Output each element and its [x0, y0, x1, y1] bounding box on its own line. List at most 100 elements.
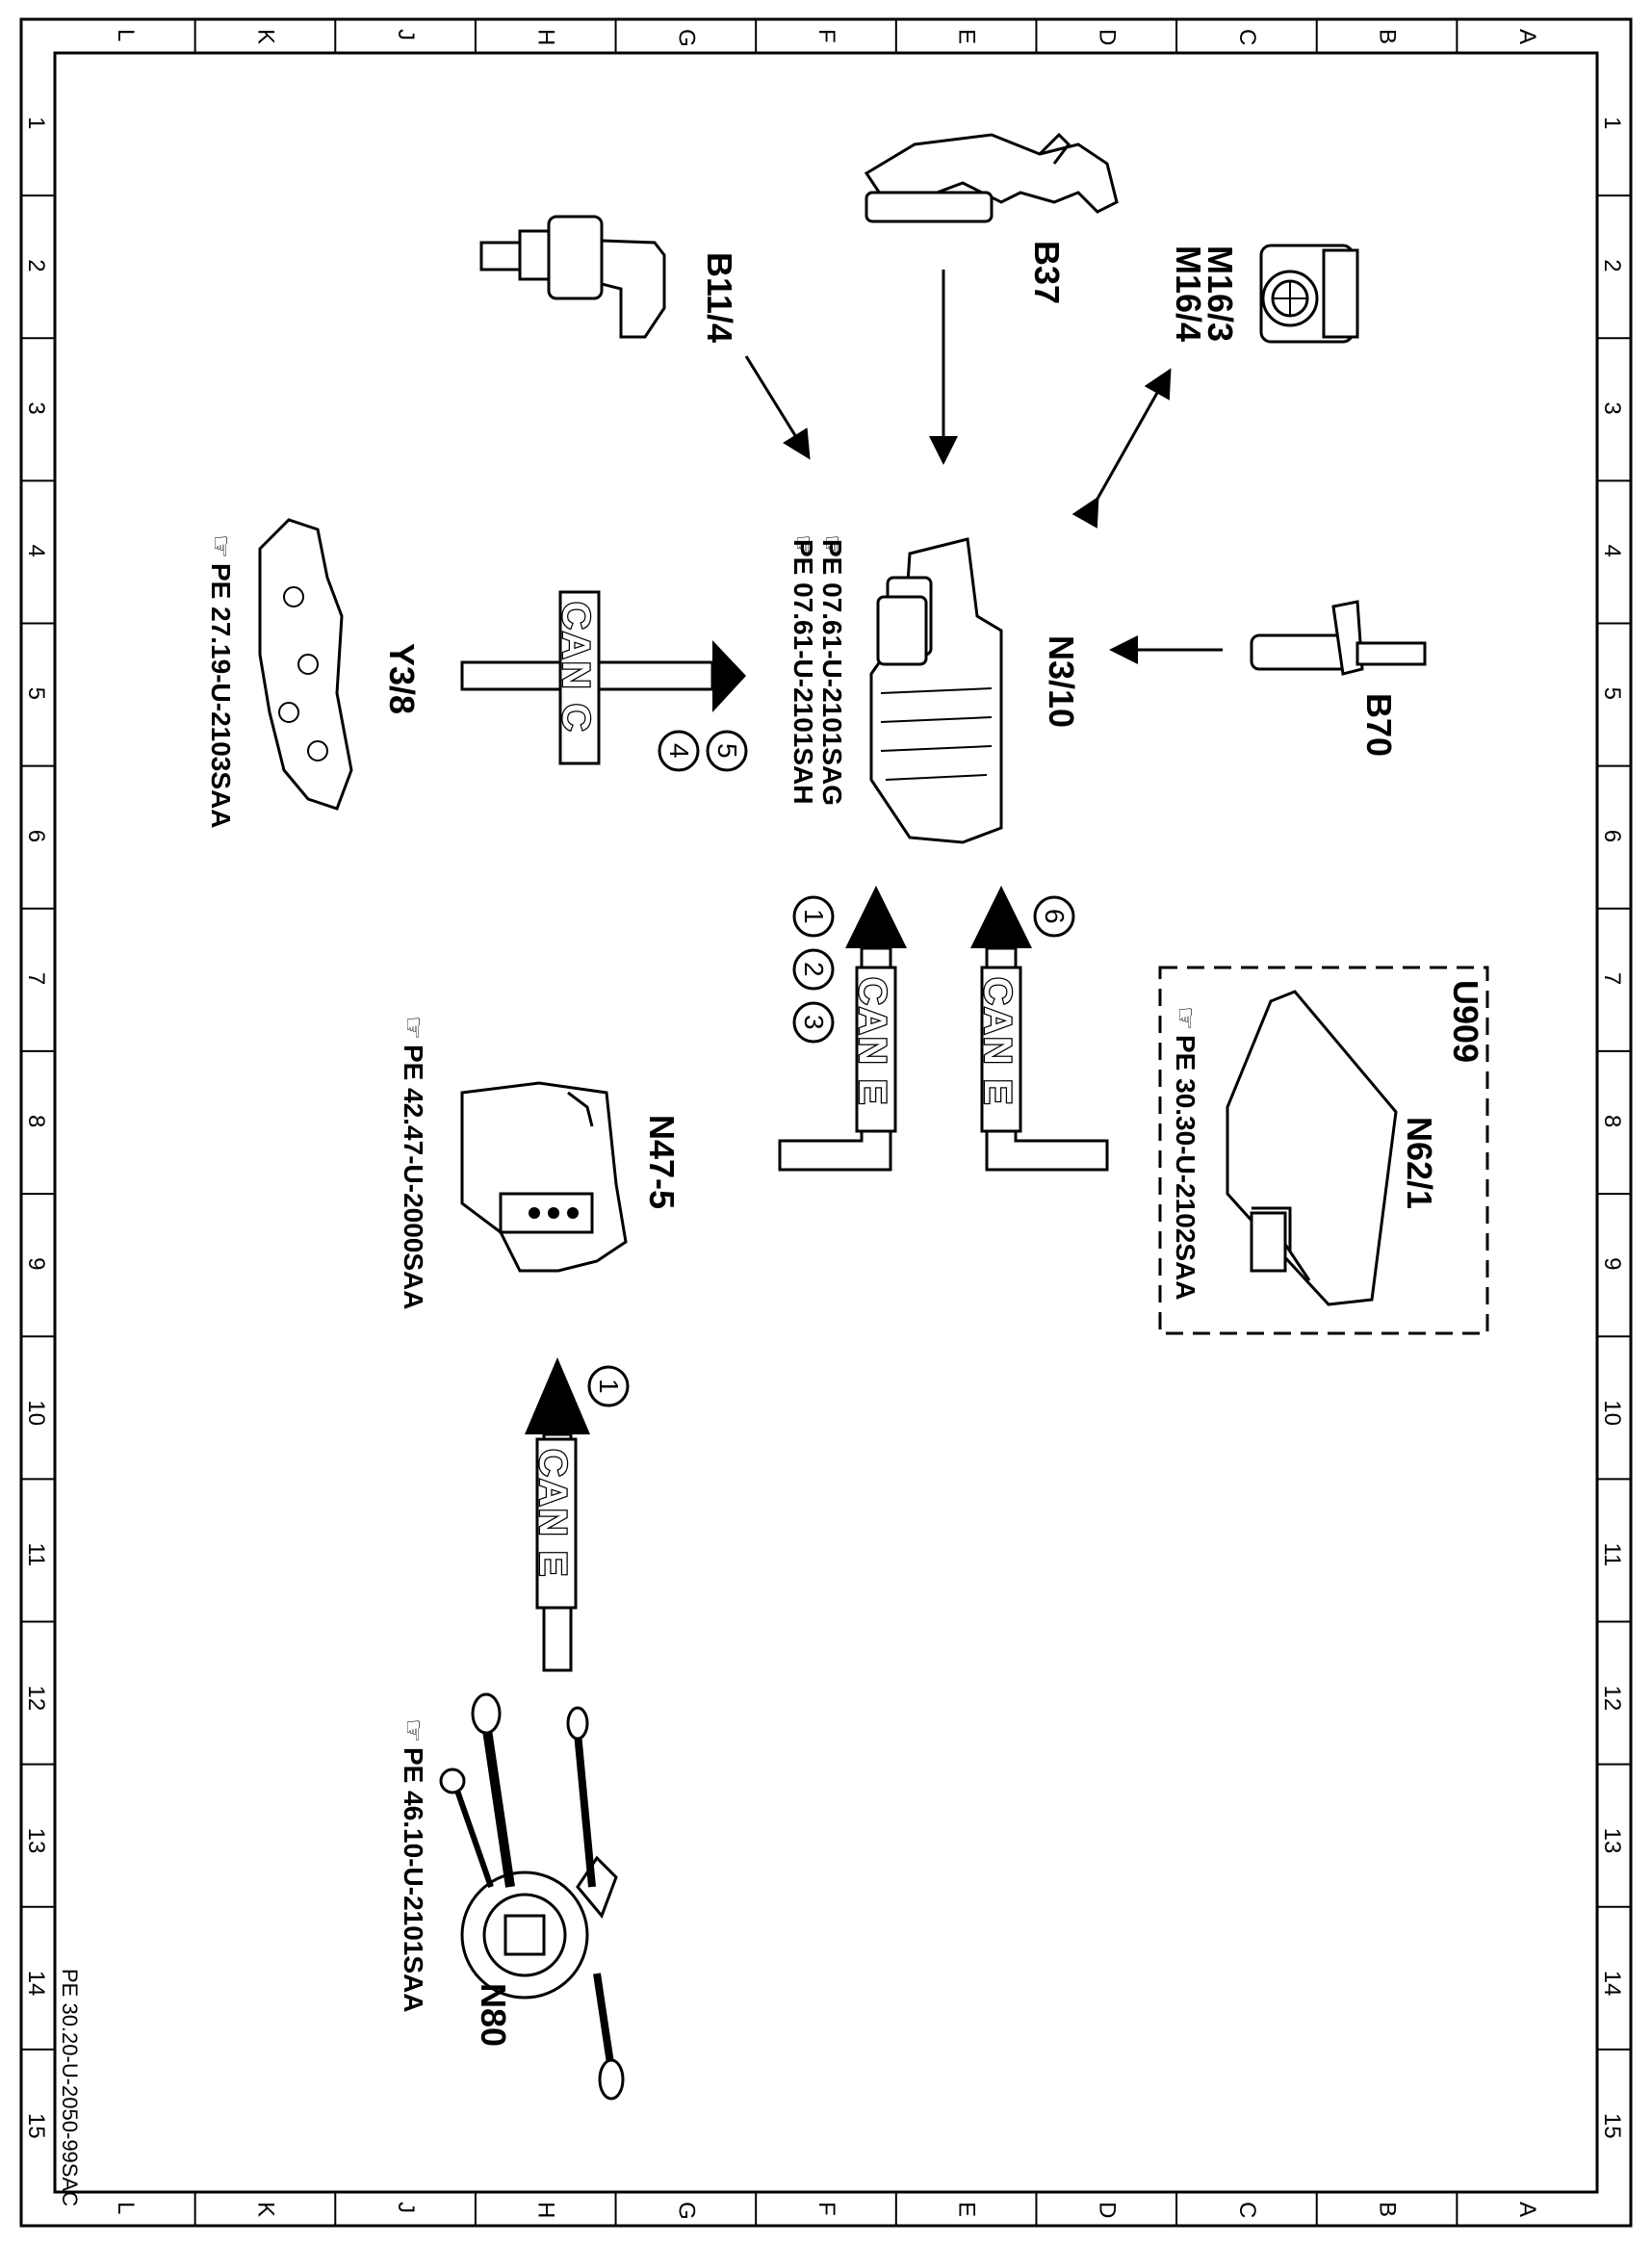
- grid-row-number: 4: [23, 544, 49, 556]
- bus-circle-number: 1: [799, 909, 829, 924]
- manual-ref-icon: ☞: [206, 534, 236, 558]
- can-c-label: CAN C: [555, 602, 597, 734]
- grid-row-number: 13: [1599, 1828, 1625, 1854]
- n80-label: N80: [474, 1983, 513, 2047]
- grid-column-letter: K: [252, 29, 278, 44]
- n3-10-label: N3/10: [1042, 635, 1081, 728]
- grid-row-number: 14: [1599, 1971, 1625, 1997]
- grid-column-letter: A: [1514, 29, 1540, 44]
- grid-column-letter: H: [533, 2202, 559, 2218]
- grid-column-letter: D: [1094, 29, 1120, 45]
- bus-circle-marker: [658, 730, 700, 772]
- drawing-code: PE 30.20-U-2050-99SAC: [58, 1969, 82, 2206]
- grid-row-number: 12: [1599, 1686, 1625, 1712]
- grid-row-number: 6: [1599, 830, 1625, 842]
- bus-circle-marker: [1033, 895, 1075, 938]
- b11-4-to-n3-10-arrow: [744, 355, 811, 460]
- grid-column-letter: F: [813, 2202, 839, 2216]
- n62-1-label: N62/1: [1400, 1117, 1439, 1209]
- can-e-n80-circle-markers: 1: [587, 1365, 630, 1407]
- n80-steering-module-part: [439, 1692, 625, 2101]
- grid-row-number: 6: [23, 830, 49, 842]
- bus-circle-number: 2: [799, 962, 829, 977]
- grid-column-letter: D: [1094, 2202, 1120, 2218]
- grid-column-letter: A: [1514, 2202, 1540, 2217]
- n3-10-ref-sag: PE 07.61-U-2101SAG: [817, 539, 847, 806]
- grid-column-letter: E: [954, 29, 980, 44]
- grid-row-number: 2: [1599, 259, 1625, 271]
- grid-column-letter: B: [1375, 2202, 1401, 2217]
- m16-throttle-part: [1259, 244, 1359, 344]
- b37-label: B37: [1027, 241, 1067, 304]
- b70-label: B70: [1359, 693, 1399, 757]
- grid-column-letter: J: [393, 29, 419, 40]
- grid-column-letter: E: [954, 2202, 980, 2217]
- bus-circle-number: 3: [799, 1015, 829, 1030]
- b11-4-sensor-part: [479, 215, 666, 339]
- grid-column-letter: C: [1234, 2202, 1260, 2218]
- grid-row-number: 9: [23, 1257, 49, 1270]
- n80-ref: PE 46.10-U-2101SAA: [399, 1747, 428, 2012]
- grid-row-number: 13: [23, 1828, 49, 1854]
- grid-row-number: 10: [1599, 1400, 1625, 1426]
- m16-3-label: M16/3: [1200, 245, 1240, 342]
- grid-column-letter: F: [813, 29, 839, 43]
- can-e-n80-label: CAN E: [531, 1449, 574, 1578]
- n62-1-ref: PE 30.30-U-2102SAA: [1171, 1035, 1200, 1300]
- manual-ref-icon: ☞: [1171, 1006, 1200, 1030]
- b37-pedal-part: [864, 132, 1119, 223]
- can-e-n62-bus: [970, 886, 1109, 1172]
- grid-row-number: 8: [23, 1115, 49, 1127]
- bus-circle-marker: [792, 948, 835, 991]
- grid-column-letter: C: [1234, 29, 1260, 45]
- grid-row-number: 2: [23, 259, 49, 271]
- bus-circle-number: 6: [1040, 909, 1070, 924]
- grid-row-number: 7: [23, 972, 49, 985]
- grid-row-number: 3: [1599, 401, 1625, 414]
- can-e-n47-label: CAN E: [851, 977, 893, 1106]
- grid-column-letter: B: [1375, 29, 1401, 44]
- grid-row-number: 1: [23, 116, 49, 129]
- n47-5-ref: PE 42.47-U-2000SAA: [399, 1045, 428, 1309]
- grid-column-letter: L: [113, 29, 139, 41]
- grid-row-number: 3: [23, 401, 49, 414]
- bus-circle-number: 1: [594, 1379, 624, 1394]
- grid-row-number: 12: [23, 1686, 49, 1712]
- can-e-n47-circle-markers: 1 2 3: [792, 895, 835, 1044]
- n62-1-module-part: [1226, 990, 1398, 1306]
- grid-column-letter: J: [393, 2202, 419, 2213]
- y3-8-label: Y3/8: [382, 643, 422, 714]
- n47-5-label: N47-5: [642, 1115, 682, 1209]
- grid-row-number: 15: [23, 2113, 49, 2139]
- bus-circle-marker: [706, 730, 748, 772]
- can-e-n47-bus: [778, 886, 907, 1172]
- grid-column-letter: K: [252, 2202, 278, 2217]
- can-e-n62-circle-markers: 6: [1033, 895, 1075, 938]
- grid-row-number: 7: [1599, 972, 1625, 985]
- bus-circle-number: 5: [712, 743, 742, 759]
- u909-dashed-group: [1158, 966, 1489, 1335]
- grid-column-letter: H: [533, 29, 559, 45]
- grid-row-number: 9: [1599, 1257, 1625, 1270]
- inner-frame: [53, 51, 1599, 2194]
- manual-ref-icon: ☞: [399, 1016, 428, 1040]
- n3-10-ecu-part: [869, 537, 1003, 844]
- grid-row-number: 11: [1599, 1542, 1625, 1566]
- manual-ref-icon: ☞: [788, 534, 818, 558]
- grid-row-number: 15: [1599, 2113, 1625, 2139]
- bus-circle-marker: [792, 895, 835, 938]
- grid-row-number: 5: [23, 687, 49, 700]
- m16-to-n3-10-arrow: [1071, 368, 1172, 529]
- manual-ref-icon: ☞: [817, 534, 847, 558]
- can-c-circle-markers: 54: [658, 730, 748, 772]
- u909-label: U909: [1446, 980, 1485, 1063]
- bus-circle-marker: [587, 1365, 630, 1407]
- y3-8-ref: PE 27.19-U-2103SAA: [206, 563, 236, 828]
- grid-row-number: 10: [23, 1400, 49, 1426]
- grid-row-number: 11: [23, 1542, 49, 1566]
- bus-circle-marker: [792, 1001, 835, 1044]
- manual-ref-icon: ☞: [399, 1718, 428, 1742]
- grid-row-number: 8: [1599, 1115, 1625, 1127]
